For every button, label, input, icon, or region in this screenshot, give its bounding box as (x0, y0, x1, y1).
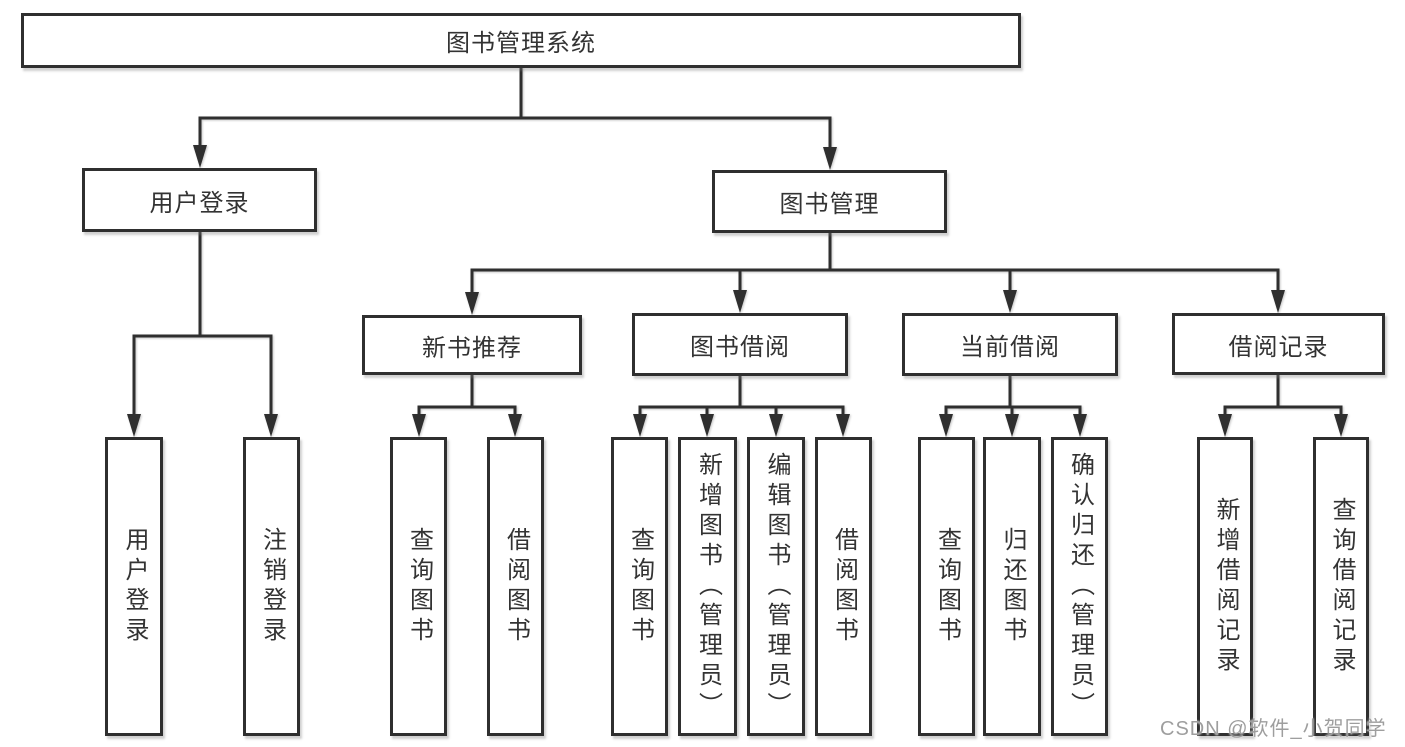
node-borrowing-records: 借阅记录 (1172, 313, 1385, 375)
node-new-book-recommendation: 新书推荐 (362, 315, 582, 375)
leaf-current-confirm-return-admin: 确认归还（管理员） (1051, 437, 1108, 736)
arrow-icon (264, 414, 278, 437)
node-current-borrowing: 当前借阅 (902, 313, 1118, 376)
arrow-icon (1005, 414, 1019, 437)
leaf-current-return-books: 归还图书 (983, 437, 1041, 736)
leaf-borrow-edit-books-admin: 编辑图书（管理员） (747, 437, 805, 736)
leaf-user-login: 用户登录 (105, 437, 163, 736)
arrow-icon (193, 145, 207, 168)
leaf-current-query-books: 查询图书 (918, 437, 975, 736)
connector-root-to-level1 (193, 66, 837, 170)
arrow-icon (823, 147, 837, 170)
connector-book-mgmt-to-level2 (465, 233, 1285, 315)
arrow-icon (508, 414, 522, 437)
csdn-watermark: CSDN @软件_小贺同学 (1160, 718, 1387, 740)
leaf-newbook-borrow-books: 借阅图书 (487, 437, 544, 736)
arrow-icon (733, 290, 747, 313)
connector-book-borrow-to-leaves (633, 376, 850, 437)
node-book-borrowing: 图书借阅 (632, 313, 848, 376)
leaf-newbook-query-books: 查询图书 (390, 437, 447, 736)
arrow-icon (1271, 290, 1285, 313)
leaf-logout: 注销登录 (243, 437, 300, 736)
leaf-borrow-query-books: 查询图书 (611, 437, 668, 736)
arrow-icon (836, 414, 850, 437)
node-library-management-system: 图书管理系统 (21, 13, 1021, 68)
connector-current-borrow-to-leaves (939, 376, 1087, 437)
leaf-borrow-add-books-admin: 新增图书（管理员） (678, 437, 737, 736)
arrow-icon (939, 414, 953, 437)
arrow-icon (1218, 414, 1232, 437)
arrow-icon (127, 414, 141, 437)
arrow-icon (700, 414, 714, 437)
node-user-login: 用户登录 (82, 168, 317, 232)
connector-user-login-to-leaves (127, 232, 278, 437)
arrow-icon (412, 414, 426, 437)
leaf-records-add-borrow-record: 新增借阅记录 (1197, 437, 1253, 736)
leaf-borrow-borrow-books: 借阅图书 (815, 437, 872, 736)
node-book-management: 图书管理 (712, 170, 947, 233)
arrow-icon (1073, 414, 1087, 437)
arrow-icon (633, 414, 647, 437)
leaf-records-query-borrow-record: 查询借阅记录 (1313, 437, 1369, 736)
connector-new-book-rec-to-leaves (412, 375, 522, 437)
arrow-icon (769, 414, 783, 437)
arrow-icon (465, 292, 479, 315)
connector-borrow-records-to-leaves (1218, 375, 1348, 437)
arrow-icon (1003, 290, 1017, 313)
arrow-icon (1334, 414, 1348, 437)
